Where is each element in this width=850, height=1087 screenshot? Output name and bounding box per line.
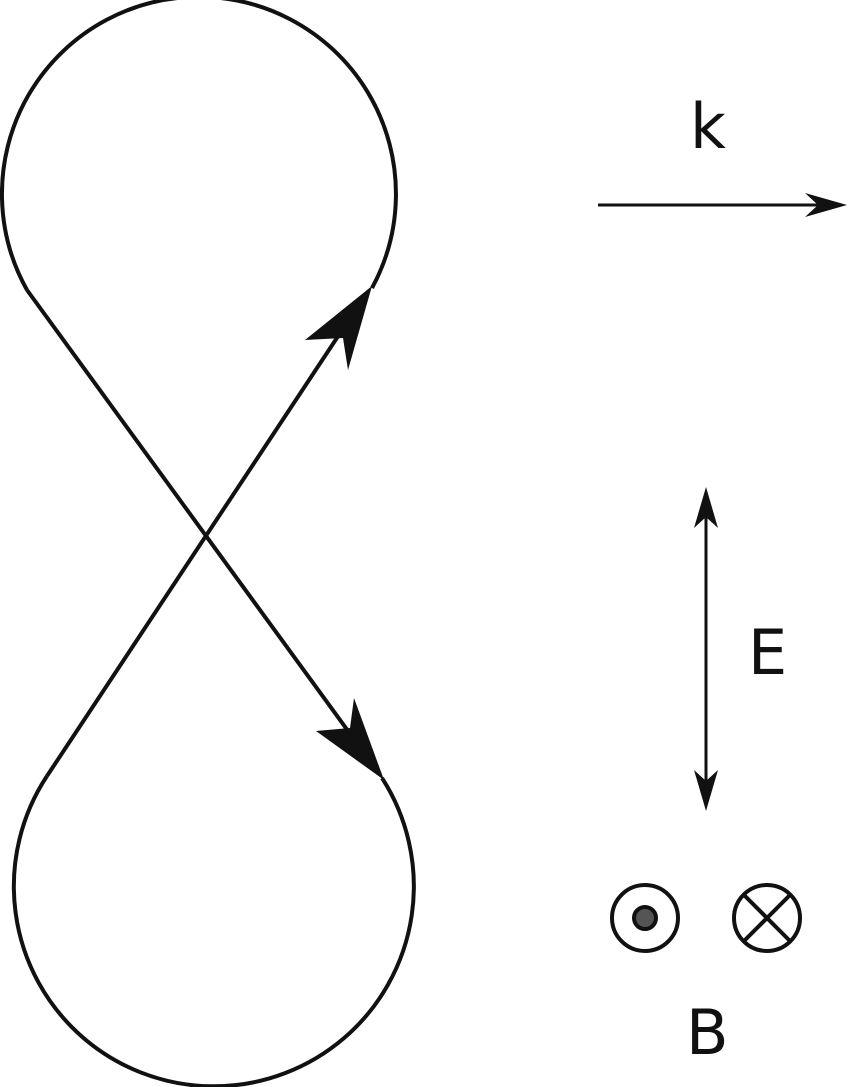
b-into-page-icon [732, 883, 802, 953]
arrowhead-up-right-icon [305, 286, 372, 370]
crossing-line-down [25, 288, 377, 770]
bottom-loop-arc [11, 774, 416, 1087]
arrowhead-down-right-icon [316, 698, 384, 780]
top-loop-arc [0, 0, 398, 291]
k-arrowhead-icon [805, 193, 847, 217]
e-arrowhead-down-icon [694, 770, 718, 811]
e-arrowhead-up-icon [694, 487, 718, 528]
b-out-of-page-dot [632, 905, 658, 931]
crossing-line-up [45, 298, 364, 778]
b-label: B [686, 996, 729, 1069]
b-out-of-page-icon [610, 883, 680, 953]
e-label: E [748, 616, 787, 689]
k-label: k [690, 90, 726, 163]
